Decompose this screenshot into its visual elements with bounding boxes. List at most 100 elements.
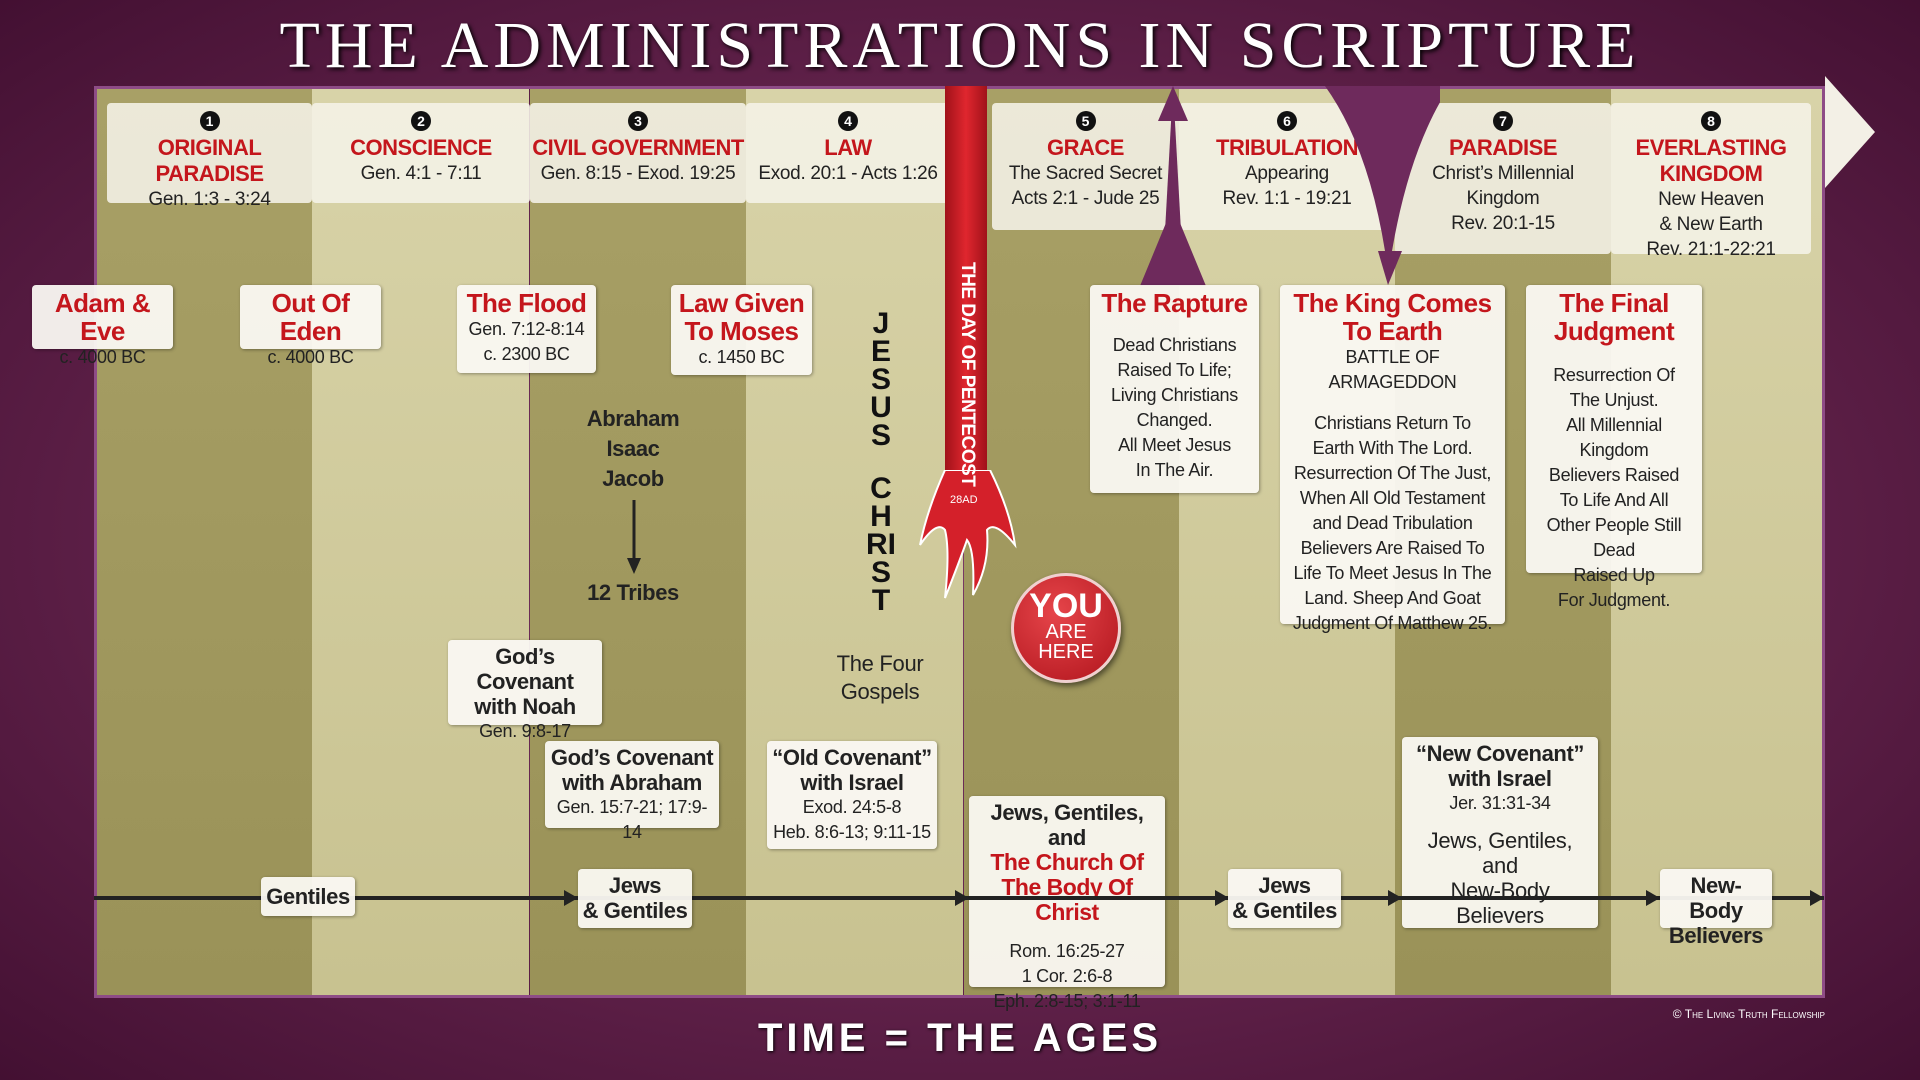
age-column-2 xyxy=(312,89,529,995)
number-badge: 4 xyxy=(838,111,858,131)
covenant-title: with Noah xyxy=(474,694,576,719)
jesus-label: JESUS xyxy=(870,307,892,452)
event-line: Living Christians xyxy=(1111,385,1238,405)
twelve-tribes-label: 12 Tribes xyxy=(587,580,679,605)
event-title: Judgment xyxy=(1553,316,1675,346)
event-final-judgment: The Final Judgment Resurrection Of The U… xyxy=(1526,285,1702,610)
covenant-noah: God’s Covenant with Noah Gen. 9:8-17 xyxy=(448,640,602,741)
arrow-right-icon xyxy=(1646,890,1660,906)
administration-name: ORIGINAL PARADISE xyxy=(155,135,264,186)
administration-desc: Christ’s Millennial xyxy=(1432,163,1574,184)
pentecost-label: THE DAY OF PENTECOST xyxy=(957,262,978,487)
covenant-old: “Old Covenant” with Israel Exod. 24:5-8 … xyxy=(767,741,937,849)
people-label: New-Body xyxy=(1689,873,1743,923)
covenant-ref: Jer. 31:31-34 xyxy=(1449,793,1551,813)
gospels-line: Gospels xyxy=(840,679,920,704)
event-date: c. 4000 BC xyxy=(59,347,146,367)
arrow-right-icon xyxy=(1810,890,1824,906)
covenant-abraham: God’s Covenant with Abraham Gen. 15:7-21… xyxy=(545,741,719,842)
covenant-title: God’s Covenant xyxy=(550,745,714,770)
event-date: c. 4000 BC xyxy=(267,347,354,367)
event-title: The Flood xyxy=(466,288,587,318)
age-column-1 xyxy=(97,89,314,995)
event-law-given: Law Given To Moses c. 1450 BC xyxy=(671,285,812,375)
four-gospels: The Four Gospels xyxy=(820,650,940,706)
administration-ref: Gen. 1:3 - 3:24 xyxy=(148,189,271,210)
you-are-here-badge: YOU ARE HERE xyxy=(1011,573,1121,683)
administration-name: CIVIL GOVERNMENT xyxy=(532,135,744,160)
arrow-right-icon xyxy=(1215,890,1229,906)
event-adam-eve: Adam & Eve c. 4000 BC xyxy=(32,285,173,367)
event-line: Judgment Of Matthew 25. xyxy=(1292,613,1493,633)
church-ref: Rom. 16:25-27 xyxy=(1009,941,1125,961)
event-date: c. 1450 BC xyxy=(698,347,785,367)
administration-desc: Appearing xyxy=(1245,163,1329,184)
covenant-line: New-Body Believers xyxy=(1450,878,1550,928)
event-line: Raised Up xyxy=(1573,565,1655,585)
covenant-new: “New Covenant” with Israel Jer. 31:31-34… xyxy=(1402,737,1598,928)
event-line: All Millennial Kingdom xyxy=(1566,415,1662,460)
administration-5: 5 GRACE The Sacred Secret Acts 2:1 - Jud… xyxy=(992,103,1179,230)
event-line: In The Air. xyxy=(1135,460,1214,480)
church-title: Jews, Gentiles, and xyxy=(990,800,1144,850)
event-ref: Gen. 7:12-8:14 xyxy=(468,319,585,339)
arrow-right-icon xyxy=(564,890,578,906)
event-line: The Unjust. xyxy=(1569,390,1659,410)
people-label: Jews xyxy=(608,873,662,898)
covenant-title: God’s Covenant xyxy=(476,644,574,694)
rapture-and-return-arrows xyxy=(1140,86,1440,286)
event-line: Land. Sheep And Goat xyxy=(1304,588,1481,608)
people-label: Gentiles xyxy=(266,884,350,909)
covenant-ref: Gen. 9:8-17 xyxy=(479,721,571,741)
administration-4: 4 LAW Exod. 20:1 - Acts 1:26 xyxy=(746,103,950,203)
number-badge: 1 xyxy=(199,111,220,131)
patriarch-name: Jacob xyxy=(602,466,664,491)
administration-3: 3 CIVIL GOVERNMENT Gen. 8:15 - Exod. 19:… xyxy=(530,103,746,203)
administration-desc: New Heaven xyxy=(1658,189,1764,210)
event-line: Changed. xyxy=(1136,410,1213,430)
arrow-right-icon xyxy=(955,890,969,906)
covenant-title: “New Covenant” xyxy=(1416,741,1584,766)
number-badge: 2 xyxy=(411,111,431,131)
administration-name: EVERLASTING KINGDOM xyxy=(1635,135,1787,186)
event-line: Earth With The Lord. xyxy=(1312,438,1473,458)
event-line: Believers Raised xyxy=(1548,465,1680,485)
page-title: THE ADMINISTRATIONS IN SCRIPTURE xyxy=(279,9,1641,82)
event-title: Adam & Eve xyxy=(54,288,151,346)
people-label: Believers xyxy=(1668,923,1764,948)
people-jews-gentiles-2: Jews & Gentiles xyxy=(1228,869,1341,928)
church-title: The Body Of Christ xyxy=(1001,874,1133,925)
church-body-of-christ: Jews, Gentiles, and The Church Of The Bo… xyxy=(969,796,1165,1011)
people-gentiles: Gentiles xyxy=(261,877,355,916)
flame-icon xyxy=(919,470,1017,599)
christ-label: CHRIST xyxy=(866,472,896,617)
event-line: For Judgment. xyxy=(1557,590,1671,610)
covenant-ref: Gen. 15:7-21; 17:9-14 xyxy=(556,797,708,842)
administration-ref: Rev. 20:1-15 xyxy=(1451,213,1555,234)
patriarch-name: Abraham xyxy=(586,406,680,431)
people-new-body-believers: New-Body Believers xyxy=(1660,869,1772,948)
event-line: Christians Return To xyxy=(1314,413,1471,433)
administration-1: 1 ORIGINAL PARADISE Gen. 1:3 - 3:24 xyxy=(107,103,312,210)
administration-ref: Exod. 20:1 - Acts 1:26 xyxy=(758,163,938,184)
number-badge: 3 xyxy=(628,111,648,131)
event-line: Other People Still Dead xyxy=(1546,515,1682,560)
number-badge: 8 xyxy=(1701,111,1721,131)
event-out-of-eden: Out Of Eden c. 4000 BC xyxy=(240,285,381,367)
administration-name: TRIBULATION xyxy=(1216,135,1358,160)
event-subtitle: BATTLE OF ARMAGEDDON xyxy=(1328,347,1457,392)
event-title: The King Comes xyxy=(1293,288,1492,318)
covenant-line: Jews, Gentiles, xyxy=(1427,828,1573,853)
event-title: The Final xyxy=(1559,288,1669,318)
arrow-right-icon xyxy=(1388,890,1402,906)
event-title: Out Of Eden xyxy=(271,288,350,346)
event-line: Resurrection Of The Just, xyxy=(1293,463,1492,483)
event-line: When All Old Testament xyxy=(1299,488,1486,508)
covenant-title: with Israel xyxy=(1448,766,1552,791)
event-title: The Rapture xyxy=(1101,288,1248,318)
event-title: To Moses xyxy=(684,316,799,346)
event-line: Dead Christians xyxy=(1112,335,1237,355)
church-title: The Church Of xyxy=(990,849,1144,875)
administration-name: GRACE xyxy=(1047,135,1124,160)
administration-ref: Rev. 21:1-22:21 xyxy=(1646,239,1776,260)
